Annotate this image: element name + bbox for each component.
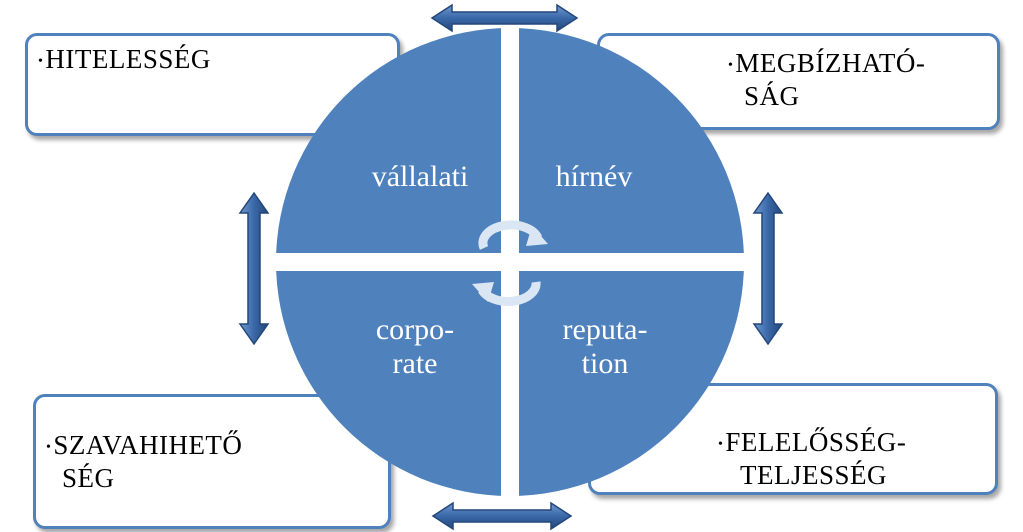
bullet-icon: • (718, 436, 724, 452)
box-text-bottom-right: •FELELŐSSÉG- TELJESSÉG (718, 427, 906, 490)
bullet-icon: • (38, 53, 44, 69)
box-top-left (25, 33, 400, 136)
quadrant-text: reputa- (562, 313, 648, 346)
double-arrow-icon (430, 3, 579, 33)
double-arrow-icon (238, 191, 270, 346)
quadrant-label-top-left: vállalati (340, 160, 500, 194)
box-text-bottom-left: •SZAVAHIHETŐ SÉG (46, 430, 242, 493)
horizontal-divider (265, 253, 755, 271)
box-bottom-left (33, 394, 391, 529)
quadrant-text: rate (392, 347, 438, 380)
box-label: SÁG (744, 80, 800, 111)
box-label: TELJESSÉG (740, 459, 888, 490)
box-label: SZAVAHIHETŐ (53, 430, 243, 460)
double-arrow-icon (431, 501, 573, 531)
quadrant-label-top-right: hírnév (524, 160, 664, 194)
quadrant-text: hírnév (555, 160, 633, 193)
bullet-icon: • (46, 439, 52, 455)
box-label: HITELESSÉG (45, 44, 211, 74)
quadrant-text: corpo- (375, 313, 455, 346)
box-text-top-left: •HITELESSÉG (38, 44, 211, 77)
box-text-top-right: •MEGBÍZHATÓ- SÁG (728, 48, 925, 111)
box-label: FELELŐSSÉG- (725, 427, 907, 457)
quadrant-text: tion (581, 347, 629, 380)
box-label: MEGBÍZHATÓ- (735, 48, 926, 78)
box-label: SÉG (62, 462, 115, 493)
double-arrow-icon (752, 191, 784, 346)
bullet-icon: • (728, 57, 734, 73)
cycle-arrows-icon (472, 220, 548, 306)
quadrant-label-bottom-left: corpo- rate (340, 313, 490, 381)
quadrant-text: vállalati (371, 160, 469, 193)
quadrant-label-bottom-right: reputa- tion (530, 313, 680, 381)
